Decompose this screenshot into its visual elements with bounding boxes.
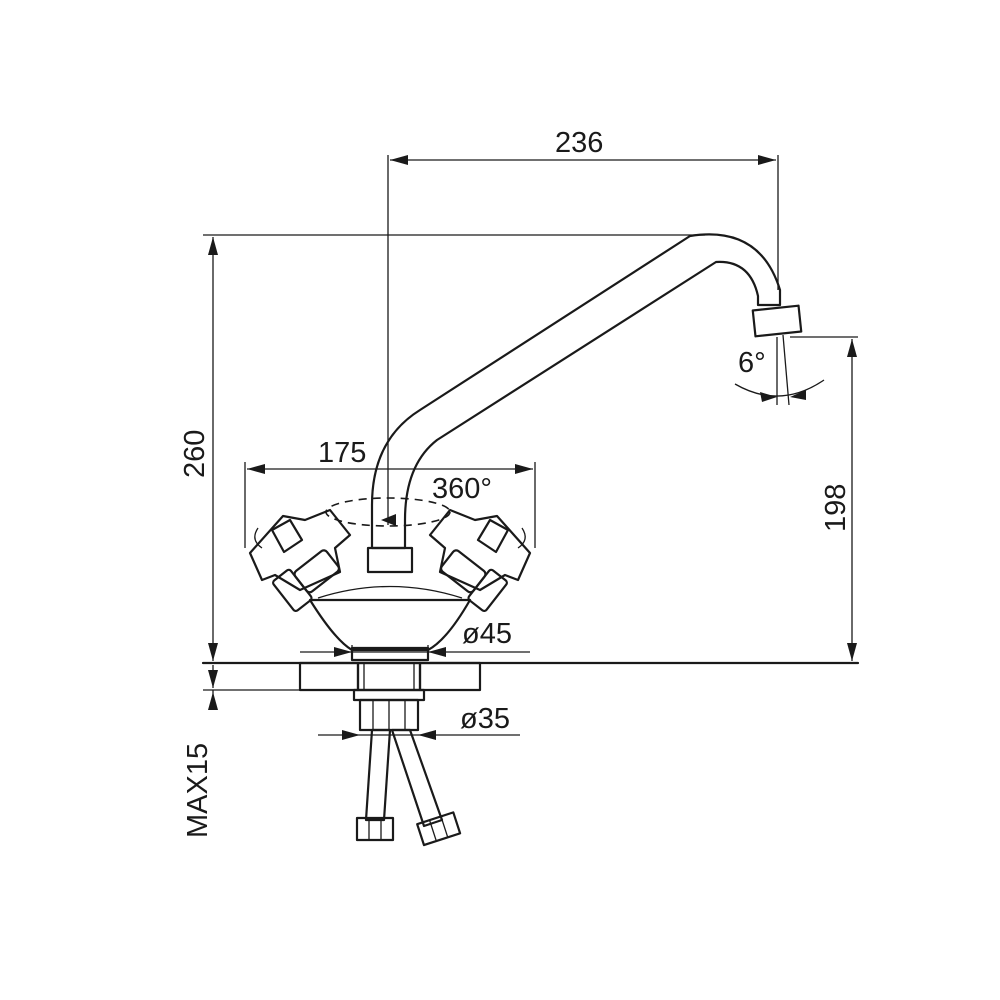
hose-left [364,728,392,822]
countertop-section-left [298,661,360,692]
supply-hoses [355,728,462,847]
aerator [751,304,803,338]
rotation-indicator: 360° [325,473,492,527]
total-height-value: 260 [179,430,211,478]
outlet-angle-value: 6° [738,347,766,379]
rotation-label: 360° [432,473,492,505]
handle-span-value: 175 [318,437,366,469]
dimension-max-thickness: MAX15 [182,665,218,838]
mounting-shank [352,661,426,732]
hose-fitting-left [355,816,395,842]
hose-fitting-right [416,811,462,847]
dimension-outlet-height: 198 [790,336,858,661]
outlet-height-value: 198 [820,484,852,532]
hose-right [390,728,444,828]
dimension-outlet-angle: 6° [734,334,825,406]
max-thickness-value: MAX15 [182,743,214,838]
spout-reach-value: 236 [555,127,603,159]
dimension-handle-span: 175 [244,437,536,548]
handle-left [248,508,352,613]
spout [366,233,803,574]
handle-right [428,508,532,613]
countertop-section-right [418,661,482,692]
dimension-shank-diameter: ø35 [318,703,520,740]
base-diameter-value: ø45 [462,618,512,650]
shank-diameter-value: ø35 [460,703,510,735]
dimension-base-diameter: ø45 [300,618,530,660]
countertop [201,661,860,692]
dimension-spout-reach: 236 [387,127,779,525]
spout-collar [366,546,414,574]
dimension-total-height: 260 [179,234,705,661]
